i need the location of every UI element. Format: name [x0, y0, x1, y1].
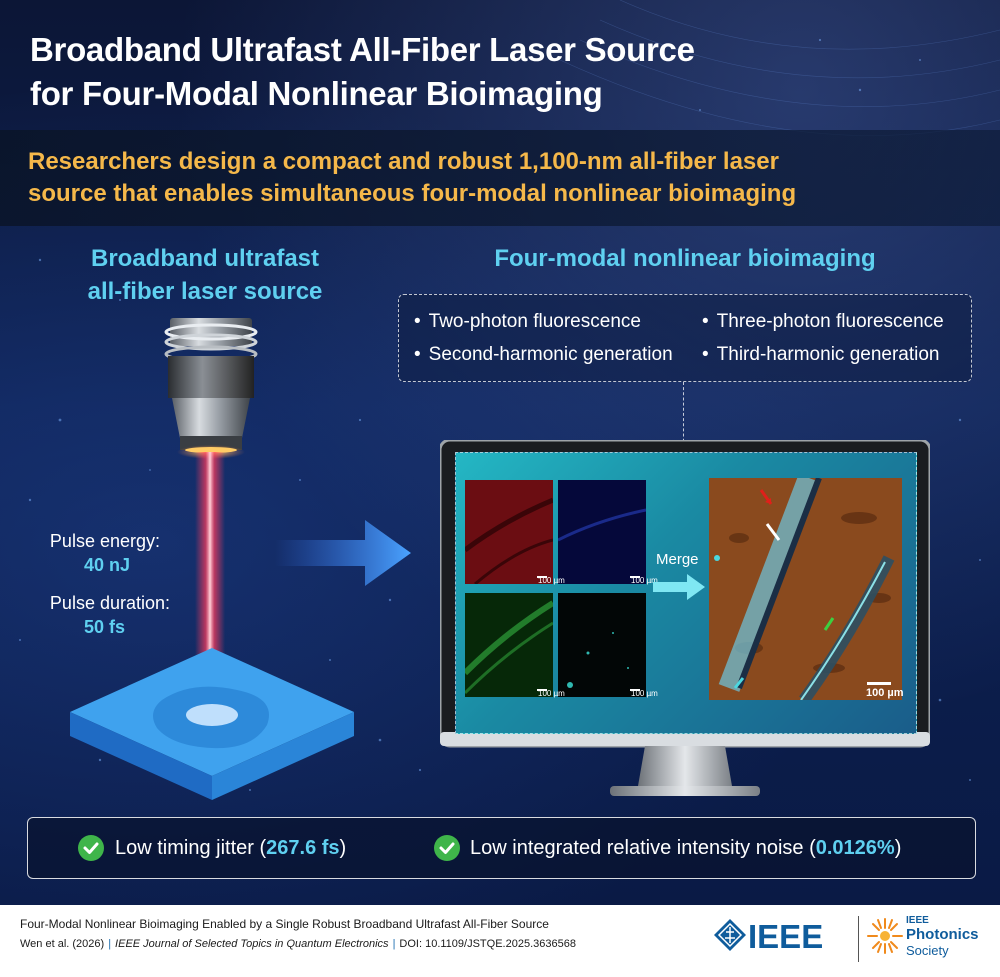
merged-image [709, 478, 902, 700]
tile-scale-label: 100 µm [538, 576, 565, 585]
separator: | [392, 938, 396, 950]
logo-divider [858, 916, 859, 962]
mode-third-harmonic: • Third-harmonic generation [702, 343, 940, 367]
tile-three-photon [558, 480, 646, 584]
pulse-energy-label: Pulse energy: [49, 531, 160, 551]
laser-heading-line-1: Broadband ultrafast [90, 245, 320, 272]
ieee-logo-text: IEEE [748, 918, 824, 955]
objective-lens-icon [164, 318, 258, 459]
feature-suffix: ) [894, 837, 902, 859]
bullet-icon: • [414, 311, 421, 332]
bioimaging-heading: Four-modal nonlinear bioimaging [494, 245, 876, 272]
subtitle-band [0, 130, 1000, 226]
mode-three-photon: • Three-photon fluorescence [702, 310, 944, 334]
tile-third-harmonic [558, 593, 646, 697]
check-circle-icon [78, 835, 104, 861]
separator: | [108, 938, 112, 950]
right-arrow-icon [275, 520, 411, 586]
merge-label: Merge [656, 551, 699, 568]
pulse-energy-value: 40 nJ [84, 555, 131, 575]
photonics-ieee-text: IEEE [906, 915, 929, 926]
tile-scale-label: 100 µm [631, 689, 658, 698]
title-line-1: Broadband Ultrafast All-Fiber Laser Sour… [30, 31, 695, 68]
connector-line [683, 382, 684, 452]
imaging-modes-box [398, 294, 972, 382]
bullet-icon: • [702, 344, 709, 365]
merge-arrow-icon [653, 574, 705, 600]
tile-scale-label: 100 µm [631, 576, 658, 585]
mode-label: Second-harmonic generation [428, 344, 673, 365]
tile-second-harmonic [465, 593, 553, 697]
feature-suffix: ) [339, 837, 347, 859]
footer [0, 905, 1000, 977]
subtitle-line-1: Researchers design a compact and robust … [28, 148, 779, 175]
merged-scale-label: 100 µm [866, 687, 904, 699]
mode-label: Three-photon fluorescence [716, 311, 944, 332]
laser-heading-line-2: all-fiber laser source [87, 278, 323, 305]
paper-title: Four-Modal Nonlinear Bioimaging Enabled … [20, 917, 549, 931]
feature-value: 0.0126% [815, 837, 895, 859]
performance-box [27, 817, 976, 879]
citation: Wen et al. (2026)|IEEE Journal of Select… [20, 937, 576, 951]
mode-label: Third-harmonic generation [716, 344, 940, 365]
feature-label: Low integrated relative intensity noise … [470, 837, 816, 859]
laser-source-heading: Broadband ultrafast all-fiber laser sour… [40, 242, 370, 308]
bullet-icon: • [414, 344, 421, 365]
feature-timing-jitter: Low timing jitter (267.6 fs) [115, 836, 346, 860]
pulse-duration-value: 50 fs [84, 617, 126, 637]
page-title: Broadband Ultrafast All-Fiber Laser Sour… [30, 28, 790, 116]
feature-value: 267.6 fs [266, 837, 340, 859]
subtitle-line-2: source that enables simultaneous four-mo… [28, 180, 797, 207]
pulse-duration-label: Pulse duration: [49, 593, 170, 613]
photonics-sunburst-icon [867, 918, 903, 954]
doi-link[interactable]: DOI: 10.1109/JSTQE.2025.3636568 [399, 938, 576, 950]
photonics-text: Photonics [906, 926, 979, 943]
society-text: Society [906, 943, 949, 958]
mode-two-photon: • Two-photon fluorescence [414, 310, 641, 334]
journal-name: IEEE Journal of Selected Topics in Quant… [115, 938, 389, 950]
title-line-2: for Four-Modal Nonlinear Bioimaging [30, 75, 603, 112]
tile-two-photon [465, 480, 553, 584]
authors: Wen et al. (2026) [20, 938, 105, 950]
check-circle-icon [434, 835, 460, 861]
mode-label: Two-photon fluorescence [428, 311, 641, 332]
mode-second-harmonic: • Second-harmonic generation [414, 343, 673, 367]
ieee-diamond-icon [714, 919, 746, 951]
subtitle: Researchers design a compact and robust … [28, 146, 888, 210]
sample-slide [70, 648, 354, 800]
feature-label: Low timing jitter ( [115, 837, 267, 859]
feature-intensity-noise: Low integrated relative intensity noise … [470, 836, 901, 860]
bullet-icon: • [702, 311, 709, 332]
poster-background: Broadband Ultrafast All-Fiber Laser Sour… [0, 0, 1000, 905]
tile-scale-label: 100 µm [538, 689, 565, 698]
